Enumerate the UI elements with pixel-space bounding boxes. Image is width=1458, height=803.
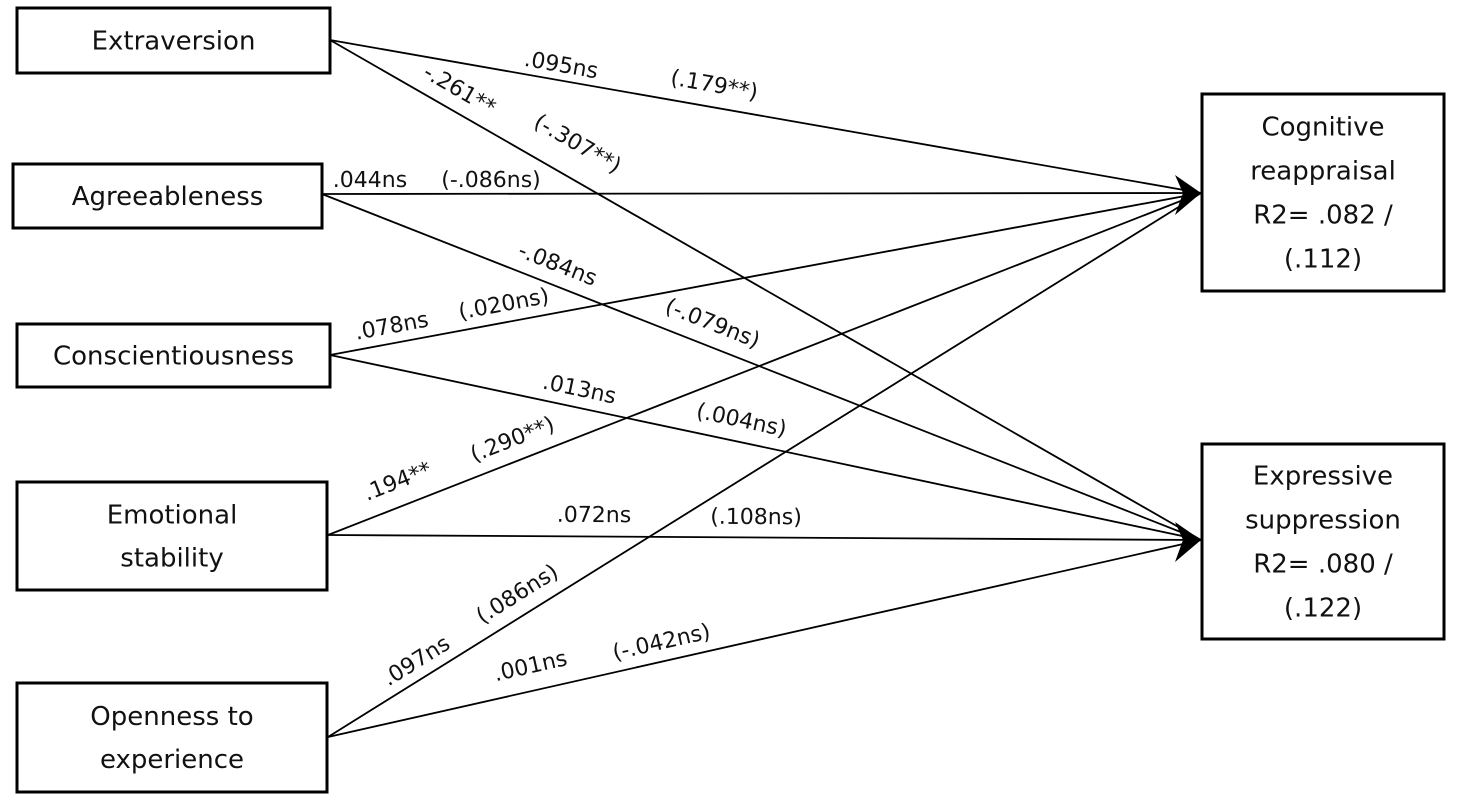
outcome-box-frame (1200, 92, 1446, 293)
predictor-label-line: stability (120, 544, 223, 574)
path-agreeableness-to-expressive-suppression (321, 193, 1202, 541)
boxes-layer: ExtraversionAgreeablenessConscientiousne… (11, 6, 1446, 794)
path-emotional-stability-to-cognitive-reappraisal (327, 192, 1202, 536)
coefficient-alt-label: (.179**) (669, 66, 760, 106)
predictor-label-line: Openness to (90, 702, 253, 732)
path-conscientiousness-to-expressive-suppression (329, 354, 1202, 541)
arrowhead-icon (1175, 522, 1201, 562)
predictor-box-conscientiousness: Conscientiousness (15, 322, 332, 389)
outcome-label-line: R2= .080 / (1253, 550, 1393, 580)
coefficient-label: .001ns (492, 646, 570, 687)
coefficient-label: .095ns (522, 47, 600, 84)
coefficient-label: .044ns (333, 168, 407, 193)
outcome-label-line: (.112) (1284, 245, 1362, 275)
coefficient-label: .072ns (557, 503, 632, 528)
coefficient-alt-label: (.290**) (467, 412, 558, 467)
predictor-label-line: Agreeableness (72, 182, 264, 212)
outcome-label-line: Cognitive (1261, 113, 1384, 143)
outcome-label-line: reappraisal (1250, 157, 1396, 187)
predictor-box-frame (15, 6, 332, 75)
predictor-label-line: Extraversion (92, 27, 256, 57)
arrowheads-layer (1175, 175, 1201, 562)
predictor-box-emotional-stability: Emotional stability (15, 480, 329, 592)
path-openness-to-expressive-suppression (327, 539, 1202, 738)
predictor-box-frame (15, 480, 329, 592)
predictor-box-extraversion: Extraversion (15, 6, 332, 75)
predictor-box-openness: Openness to experience (15, 681, 329, 794)
coefficient-labels-layer: .095ns (.179**) -.261** (-.307**) .044ns (-.0… (333, 47, 802, 692)
coefficient-label: -.261** (419, 60, 500, 121)
outcome-label-line: suppression (1245, 506, 1401, 536)
paths-layer (321, 39, 1202, 738)
path-extraversion-to-expressive-suppression (329, 39, 1202, 541)
coefficient-label: .013ns (540, 370, 618, 410)
path-agreeableness-to-cognitive-reappraisal (321, 192, 1202, 195)
outcome-label-line: R2= .082 / (1253, 201, 1393, 231)
predictor-label-line: Conscientiousness (53, 342, 294, 372)
coefficient-label: .194** (360, 457, 435, 506)
coefficient-alt-label: (.108ns) (710, 505, 802, 531)
coefficient-label: -.084ns (514, 238, 600, 291)
coefficient-alt-label: (-.086ns) (441, 168, 541, 193)
coefficient-label: .078ns (353, 308, 431, 346)
predictor-box-agreeableness: Agreeableness (11, 162, 324, 230)
coefficient-alt-label: (-.307**) (529, 110, 625, 180)
path-emotional-stability-to-expressive-suppression (327, 534, 1202, 541)
predictor-label-line: experience (100, 745, 244, 775)
outcome-box-frame (1200, 442, 1446, 641)
outcome-label-line: (.122) (1284, 594, 1362, 624)
predictor-box-frame (15, 681, 329, 794)
coefficient-alt-label: (-.079ns) (662, 294, 764, 354)
predictor-label-line: Emotional (107, 501, 238, 531)
coefficient-alt-label: (-.042ns) (610, 620, 713, 666)
outcome-label-line: Expressive (1253, 462, 1393, 492)
arrowhead-icon (1175, 175, 1201, 215)
coefficient-alt-label: (.020ns) (457, 284, 552, 325)
path-conscientiousness-to-cognitive-reappraisal (329, 192, 1202, 356)
path-openness-to-cognitive-reappraisal (327, 192, 1202, 738)
predictor-box-frame (15, 322, 332, 389)
path-extraversion-to-cognitive-reappraisal (329, 39, 1202, 194)
predictor-box-frame (11, 162, 324, 230)
